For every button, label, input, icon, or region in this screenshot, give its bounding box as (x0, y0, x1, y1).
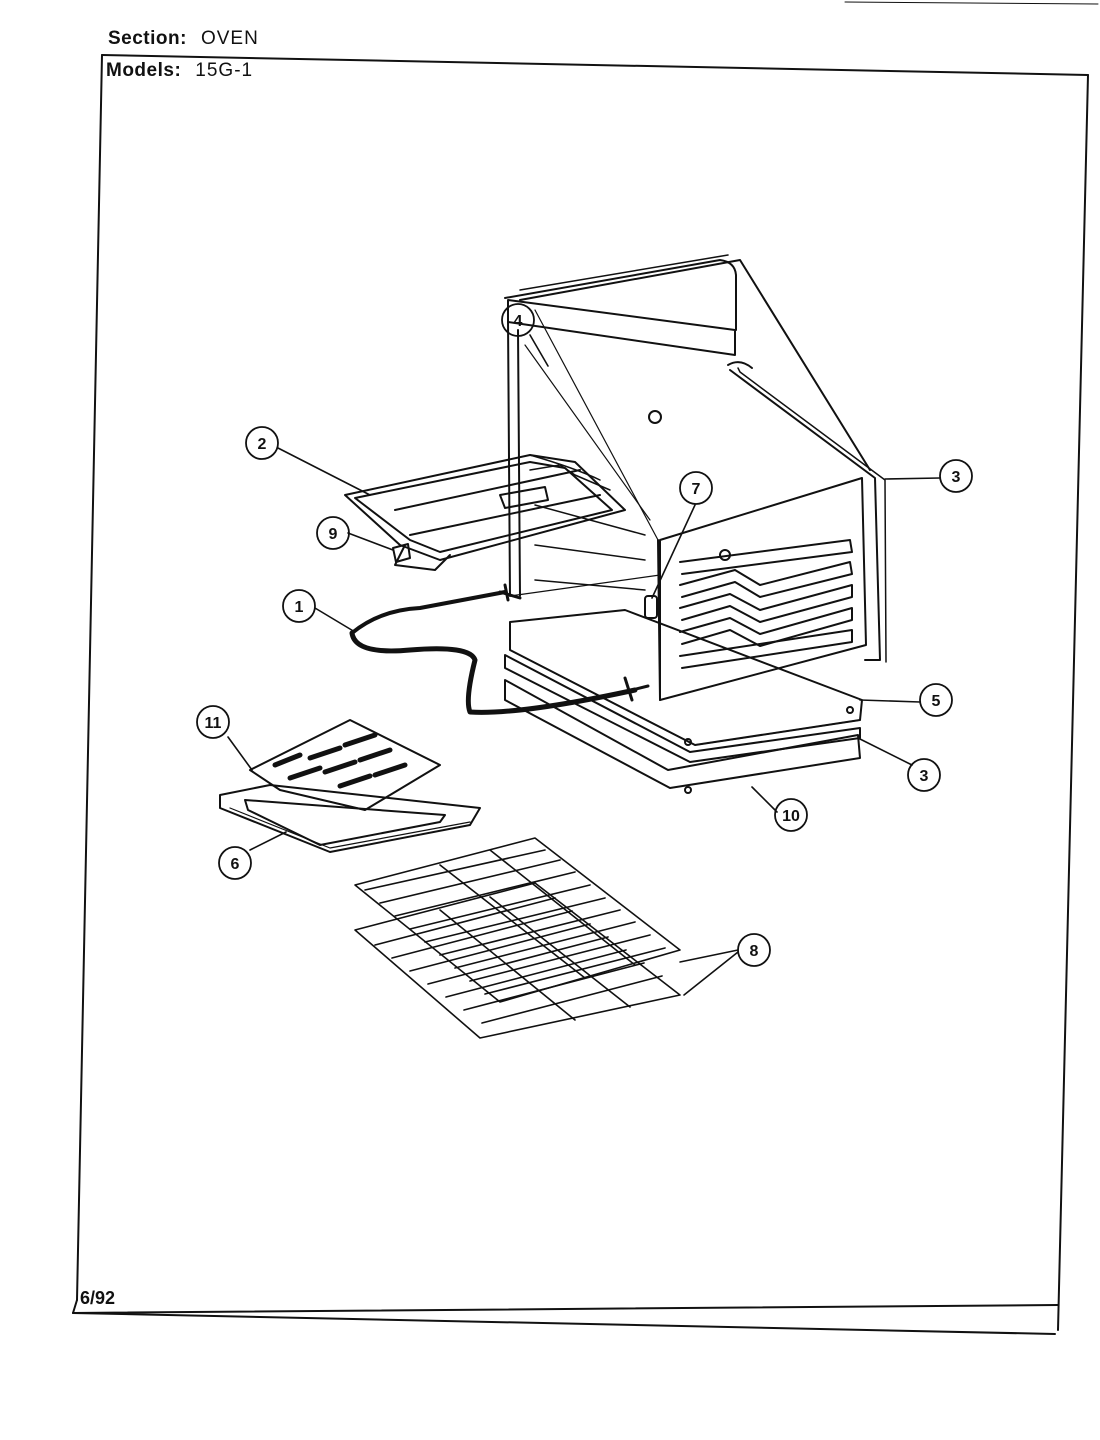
callout-5: 5 (919, 683, 953, 717)
callouts: 1 2 3 3 4 5 6 7 8 9 10 11 (196, 303, 973, 967)
callout-6: 6 (218, 846, 252, 880)
oven-bottom (504, 609, 863, 794)
svg-text:8: 8 (750, 943, 759, 960)
svg-text:11: 11 (205, 715, 222, 732)
oven-racks (354, 837, 681, 1039)
callout-10: 10 (774, 798, 808, 832)
svg-text:1: 1 (295, 599, 304, 616)
callout-9: 9 (316, 516, 350, 550)
element-bracket (392, 543, 411, 563)
callout-11: 11 (196, 705, 230, 739)
broiler-grill (249, 719, 441, 811)
thermostat-sensor (644, 595, 658, 619)
svg-text:7: 7 (692, 481, 701, 498)
models-heading: Models: 15G-1 (106, 60, 253, 82)
callout-1: 1 (282, 589, 316, 623)
models-value: 15G-1 (195, 60, 254, 81)
svg-text:10: 10 (782, 808, 800, 825)
revision-date: 6/92 (80, 1288, 116, 1308)
section-value: OVEN (200, 28, 259, 49)
callout-3-bottom: 3 (907, 758, 941, 792)
callout-3-top: 3 (939, 459, 973, 493)
callout-2: 2 (245, 426, 279, 460)
models-label: Models: (106, 60, 182, 81)
svg-text:4: 4 (514, 313, 523, 330)
callout-8: 8 (737, 933, 771, 967)
oven-liner (504, 254, 887, 701)
broiler-pan (219, 784, 481, 853)
callout-7: 7 (679, 471, 713, 505)
leader-lines (227, 334, 941, 996)
broil-element (344, 454, 626, 571)
bake-element (349, 583, 650, 715)
page-frame (72, 1, 1099, 1335)
section-label: Section: (108, 28, 187, 49)
svg-text:5: 5 (932, 693, 941, 710)
section-heading: Section: OVEN (108, 28, 259, 50)
svg-text:9: 9 (329, 526, 338, 543)
callout-4: 4 (501, 303, 535, 337)
svg-text:2: 2 (258, 436, 267, 453)
svg-text:3: 3 (920, 768, 929, 785)
svg-text:6: 6 (231, 856, 240, 873)
svg-text:3: 3 (952, 469, 961, 486)
